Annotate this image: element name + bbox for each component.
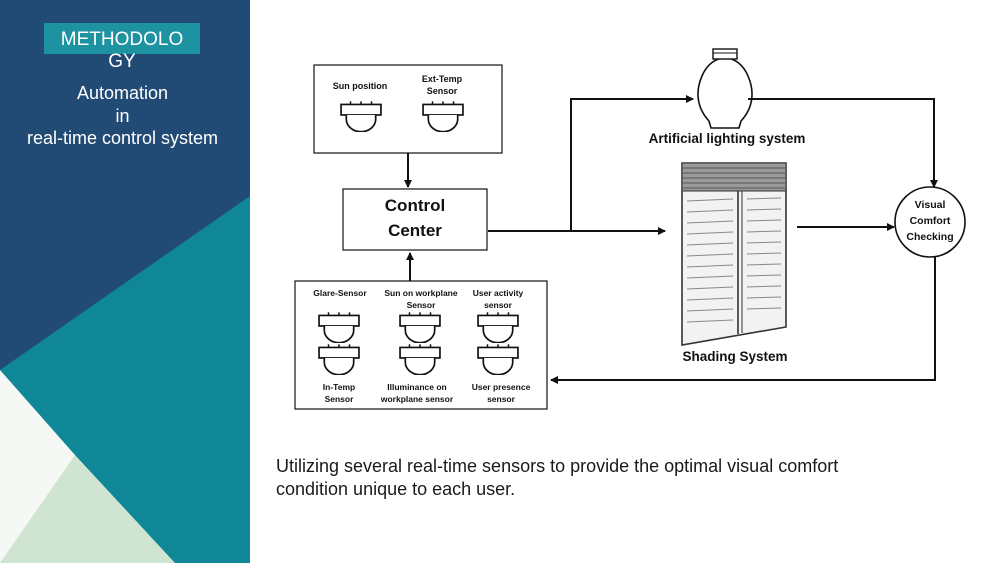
sun-workplane-label-line2: Sensor bbox=[407, 300, 437, 310]
mint-triangle bbox=[0, 455, 175, 563]
sidebar: METHODOLO GY Automation in real-time con… bbox=[0, 0, 250, 563]
artificial-lighting-label: Artificial lighting system bbox=[649, 131, 806, 146]
ext-temp-label-line2: Sensor bbox=[427, 86, 458, 96]
sidebar-background bbox=[0, 0, 250, 563]
sun-workplane-label-line1: Sun on workplane bbox=[384, 288, 457, 298]
caption-line1: Utilizing several real-time sensors to p… bbox=[276, 456, 839, 476]
user-presence-label-line1: User presence bbox=[472, 382, 531, 392]
slide-caption: Utilizing several real-time sensors to p… bbox=[276, 455, 916, 501]
visual-comfort-label-line3: Checking bbox=[906, 231, 953, 243]
control-center-label-line2: Center bbox=[388, 221, 442, 240]
sun-position-label: Sun position bbox=[333, 81, 388, 91]
control-diagram: Sun position Ext-Temp Sensor Control Cen… bbox=[294, 48, 966, 410]
badge-title-line1: METHODOLO bbox=[60, 29, 184, 50]
window-blind-icon bbox=[681, 162, 787, 346]
in-temp-label-line2: Sensor bbox=[325, 394, 355, 404]
control-center-label-line1: Control bbox=[385, 196, 445, 215]
arrow-lighting-to-comfort-icon bbox=[748, 98, 938, 188]
ext-temp-label-line1: Ext-Temp bbox=[422, 74, 463, 84]
glare-sensor-label: Glare-Sensor bbox=[313, 288, 367, 298]
user-activity-label-line1: User activity bbox=[473, 288, 524, 298]
subtitle-line3: real-time control system bbox=[26, 128, 219, 148]
subtitle-line2: in bbox=[115, 106, 130, 126]
visual-comfort-label-line1: Visual bbox=[915, 199, 946, 211]
user-presence-label-line2: sensor bbox=[487, 394, 516, 404]
illuminance-label-line2: workplane sensor bbox=[380, 394, 454, 404]
light-bulb-icon bbox=[697, 48, 753, 129]
arrow-control-to-lighting-icon bbox=[570, 95, 694, 231]
indoor-sensors-box bbox=[294, 280, 548, 410]
user-activity-label-line2: sensor bbox=[484, 300, 513, 310]
in-temp-label-line1: In-Temp bbox=[323, 382, 355, 392]
arrow-feedback-to-sensors-icon bbox=[550, 257, 936, 384]
badge-title-line2: GY bbox=[108, 51, 136, 72]
methodology-badge bbox=[44, 23, 200, 54]
visual-comfort-label-line2: Comfort bbox=[910, 215, 951, 227]
visual-comfort-node bbox=[894, 186, 966, 258]
subtitle-line1: Automation bbox=[76, 83, 169, 103]
shading-system-label: Shading System bbox=[682, 349, 787, 364]
illuminance-label-line1: Illuminance on bbox=[387, 382, 447, 392]
caption-line2: condition unique to each user. bbox=[276, 479, 516, 499]
control-center-box bbox=[342, 188, 488, 251]
